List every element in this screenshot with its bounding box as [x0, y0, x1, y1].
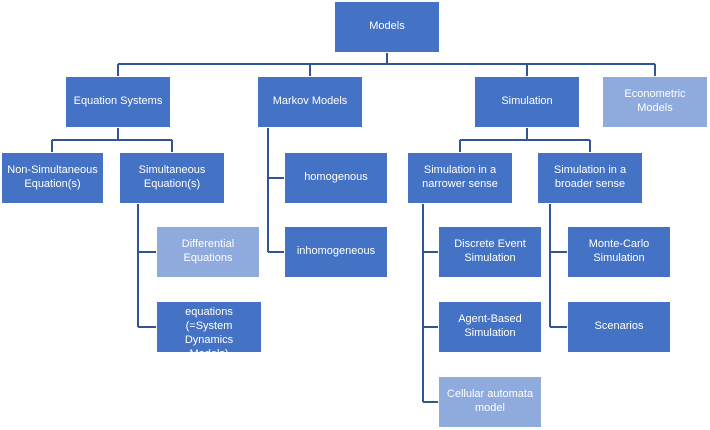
node-econometric-models: Econometric Models — [602, 76, 708, 128]
node-equation-systems: Equation Systems — [65, 76, 171, 128]
node-differential: Differential Equations — [156, 226, 260, 278]
node-markov-models: Markov Models — [257, 76, 363, 128]
node-non-simultaneous: Non-Simultaneous Equation(s) — [1, 152, 104, 204]
node-simultaneous: Simultaneous Equation(s) — [119, 152, 225, 204]
node-scenarios: Scenarios — [567, 301, 671, 353]
node-simulation: Simulation — [474, 76, 580, 128]
node-difference: Difference equations (=System Dynamics M… — [156, 293, 262, 360]
node-sim-narrow: Simulation in a narrower sense — [407, 152, 513, 204]
node-models: Models — [334, 1, 440, 53]
node-inhomogeneous: inhomogeneous — [284, 226, 388, 278]
node-homogenous: homogenous — [284, 152, 388, 204]
node-agent-based: Agent-Based Simulation — [438, 301, 542, 353]
node-monte-carlo: Monte-Carlo Simulation — [567, 226, 671, 278]
node-sim-broad: Simulation in a broader sense — [537, 152, 643, 204]
node-discrete-event: Discrete Event Simulation — [438, 226, 542, 278]
node-cellular-automata: Cellular automata model — [438, 376, 542, 428]
